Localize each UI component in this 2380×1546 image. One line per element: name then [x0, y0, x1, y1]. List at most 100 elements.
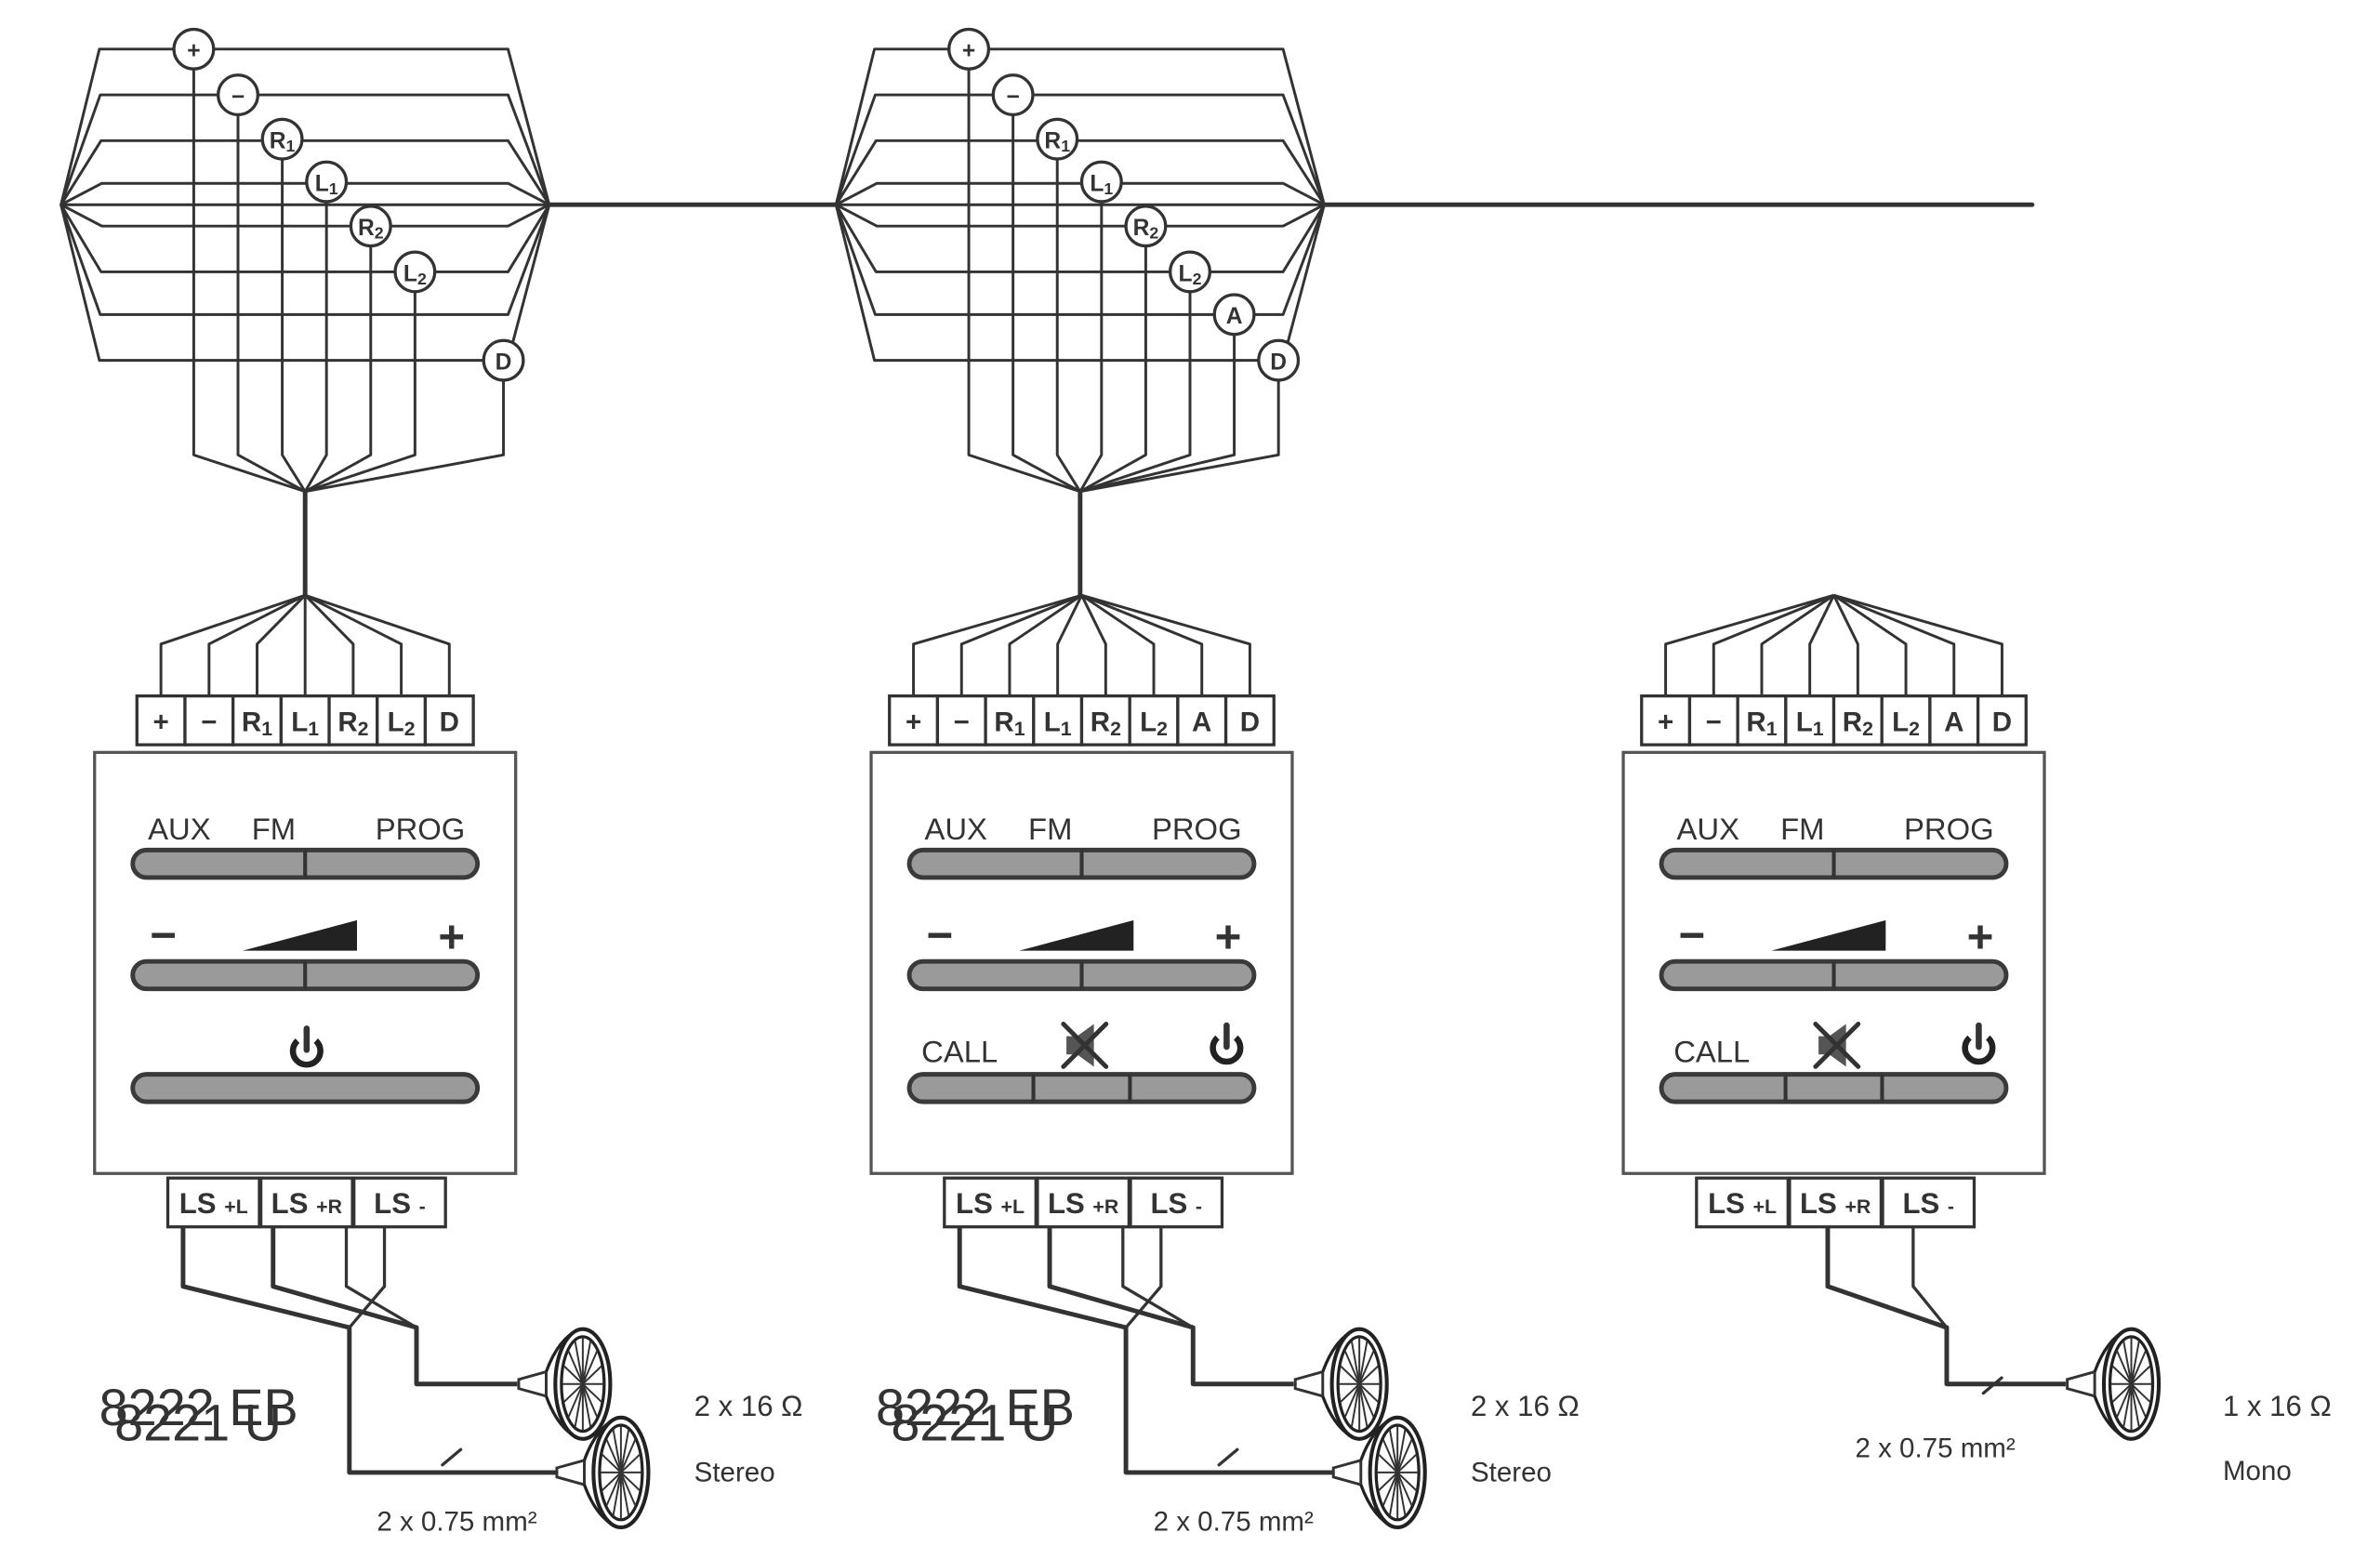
cable-tick — [1981, 1376, 2003, 1395]
source-label-prog: PROG — [1904, 812, 1994, 846]
output-terminal-label: LS +R — [1800, 1187, 1871, 1220]
terminal-label: + — [1658, 707, 1673, 737]
terminal-label: D — [1992, 707, 2012, 737]
speaker-edge — [582, 1416, 619, 1461]
terminal-label: D — [440, 707, 459, 737]
speaker-rib — [563, 1365, 602, 1403]
bus-drop-wire — [236, 114, 306, 494]
bus-drop-wire — [1079, 334, 1236, 494]
terminal-label: L2 — [1140, 707, 1168, 739]
terminal-wire — [1832, 594, 1859, 696]
terminal-wire — [1080, 594, 1156, 696]
bus-drop-wire — [1079, 379, 1280, 494]
bus-tap-label: R1 — [270, 129, 296, 156]
bus-rail — [60, 181, 550, 206]
speaker-rib — [1340, 1365, 1379, 1403]
speaker-cone-inner — [1374, 1423, 1421, 1522]
terminal-label: L1 — [291, 707, 319, 739]
mute-icon — [1818, 1024, 1846, 1067]
power-icon — [1962, 1035, 1996, 1065]
bus-rail — [60, 47, 551, 205]
output-terminal-label: LS - — [1150, 1187, 1202, 1220]
mute-icon-cross — [1813, 1021, 1861, 1069]
speaker-neck — [555, 1458, 586, 1487]
terminal-box — [1176, 694, 1228, 747]
output-terminal — [1129, 1176, 1224, 1229]
source-label-fm: FM — [1028, 812, 1072, 846]
volume-ramp-icon — [1771, 919, 1886, 951]
terminal-box — [423, 694, 475, 747]
speaker-icon — [1331, 1415, 1427, 1530]
source-label-aux: AUX — [1676, 812, 1739, 846]
call-label: CALL — [921, 1034, 998, 1068]
terminal-label: R2 — [1091, 707, 1121, 739]
terminal-wire — [1808, 594, 1835, 696]
speaker-cable — [271, 1226, 518, 1387]
terminal-wire — [1056, 594, 1083, 696]
terminal-label: − — [201, 707, 217, 737]
terminal-wire — [1008, 594, 1083, 696]
terminal-label: A — [1192, 707, 1211, 737]
output-terminal-label: LS +L — [179, 1187, 248, 1220]
bus-drop-wire — [1055, 158, 1082, 493]
bus-tap-circle — [1257, 338, 1301, 382]
terminal-label: + — [153, 707, 169, 737]
speaker-neck — [517, 1369, 548, 1398]
volume-ramp-icon — [1019, 919, 1134, 951]
terminal-label: − — [1706, 707, 1722, 737]
bus-tap-label: L1 — [315, 171, 338, 198]
terminal-wire — [912, 593, 1082, 696]
speaker-cone-inner — [1336, 1335, 1382, 1434]
output-terminal-label: LS - — [1902, 1187, 1954, 1220]
bus-rail — [60, 204, 551, 273]
terminal-wire — [256, 594, 307, 696]
output-terminal-label: LS +R — [1048, 1187, 1118, 1220]
bus-tap-label: L2 — [403, 261, 427, 288]
bus-tap-label: A — [1226, 304, 1243, 329]
output-terminal-label: LS +R — [271, 1187, 342, 1220]
output-terminal — [352, 1176, 447, 1229]
speaker-neck — [2066, 1369, 2096, 1398]
bus-rail — [835, 203, 1326, 228]
bus-rail — [60, 204, 551, 316]
bus-drop-wire — [304, 245, 373, 494]
speaker-edge — [1359, 1416, 1395, 1461]
terminal-box — [135, 694, 187, 747]
source-label-prog: PROG — [376, 812, 466, 846]
speaker-cone-inner — [2108, 1335, 2155, 1434]
terminal-box — [279, 694, 331, 747]
bus-rail — [60, 204, 551, 363]
source-label-fm: FM — [252, 812, 296, 846]
mute-icon-cross — [1061, 1021, 1109, 1069]
output-terminal-label: LS +L — [1708, 1187, 1777, 1220]
model-number-overlap-a: 8222 EB — [99, 1378, 298, 1436]
terminal-wire — [1080, 593, 1204, 696]
terminal-box — [376, 694, 428, 747]
bus-rail — [834, 47, 1326, 205]
bus-drop-wire — [1012, 114, 1081, 494]
speaker-cable — [1825, 1226, 2066, 1387]
terminal-wire — [1833, 593, 2003, 696]
terminal-wire — [1712, 593, 1835, 696]
terminal-wire — [1664, 593, 1834, 696]
terminal-wire — [1832, 594, 1908, 696]
speaker-wire — [1121, 1226, 1195, 1329]
output-terminal — [1695, 1176, 1790, 1229]
terminal-wire — [159, 593, 306, 696]
speaker-neck — [1293, 1369, 1325, 1398]
bus-tap-label: D — [496, 350, 512, 375]
terminal-box — [1831, 694, 1884, 747]
bus-rail — [835, 204, 1326, 273]
speaker-icon — [2066, 1327, 2162, 1441]
source-label-prog: PROG — [1152, 812, 1242, 846]
bus-rail — [834, 93, 1326, 205]
speaker-neck — [1331, 1458, 1363, 1487]
bus-rail — [835, 139, 1326, 206]
bus-tap-label: L1 — [1090, 171, 1113, 198]
power-icon — [1210, 1035, 1244, 1065]
output-terminal-label: LS +L — [956, 1187, 1025, 1220]
